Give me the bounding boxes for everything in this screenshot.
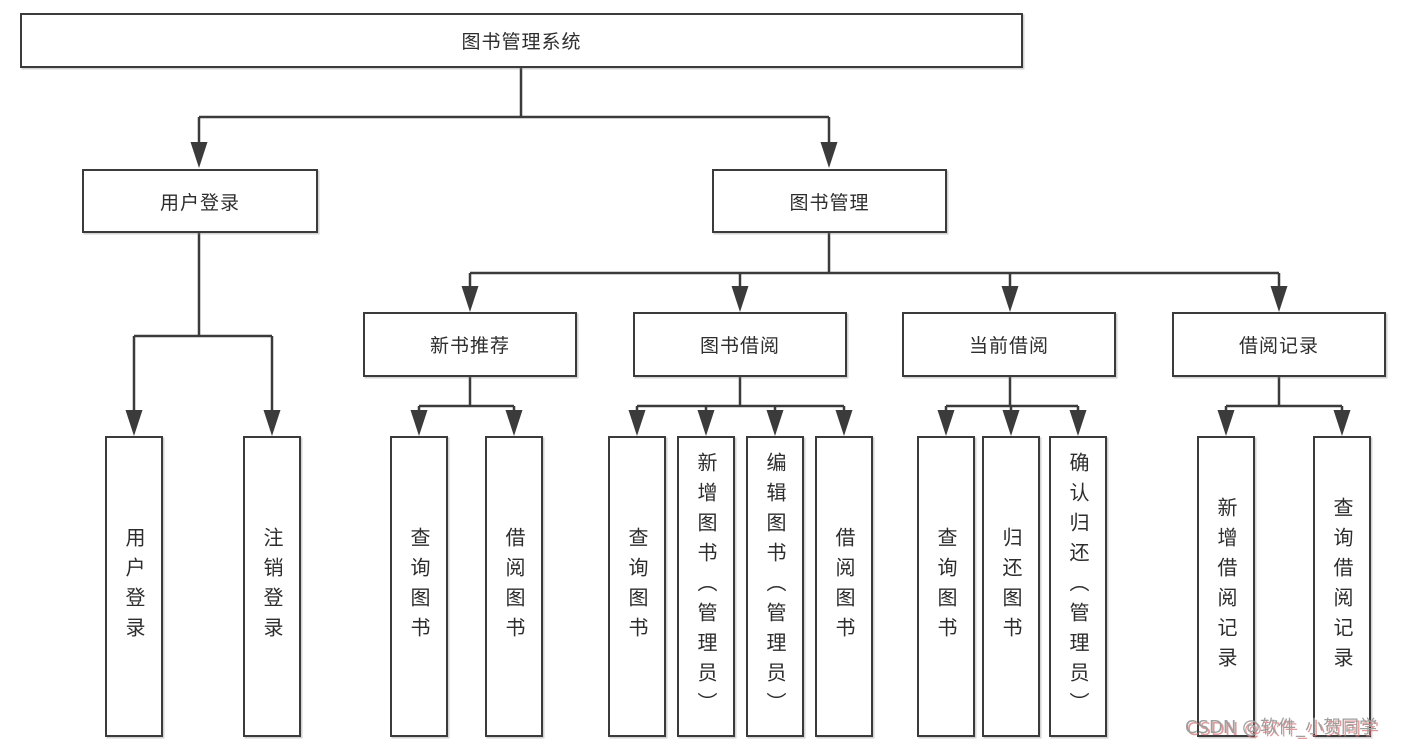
leaf-user-login: 用户登录 [105, 436, 163, 737]
node-label: 图书管理 [789, 191, 870, 214]
node-label: 当前借阅 [968, 335, 1049, 357]
leaf-query-books-current: 查询图书 [917, 436, 975, 737]
node-label: 借阅图书 [832, 526, 856, 647]
node-label: 用户登录 [159, 191, 240, 214]
leaf-query-borrow-record: 查询借阅记录 [1313, 436, 1371, 737]
node-label: 查询借阅记录 [1330, 496, 1354, 677]
connector-root-to-level2 [190, 68, 838, 168]
node-label: 编辑图书（管理员） [763, 451, 787, 722]
connector-new-book-recommend-children [410, 377, 523, 436]
node-label: 注销登录 [260, 526, 284, 647]
node-label: 新增借阅记录 [1214, 496, 1238, 677]
node-label: 借阅记录 [1238, 335, 1319, 357]
node-new-book-recommend: 新书推荐 [363, 312, 577, 377]
leaf-query-books-borrow: 查询图书 [608, 436, 666, 737]
node-label: 用户登录 [122, 526, 146, 647]
node-library-management-system: 图书管理系统 [20, 13, 1023, 68]
node-label: 查询图书 [934, 526, 958, 647]
connector-borrow-records-children [1217, 377, 1351, 436]
leaf-return-book: 归还图书 [982, 436, 1040, 737]
leaf-add-book-admin: 新增图书（管理员） [677, 436, 735, 737]
node-label: 归还图书 [999, 526, 1023, 647]
leaf-query-books-recommend: 查询图书 [390, 436, 448, 737]
leaf-confirm-return-admin: 确认归还（管理员） [1049, 436, 1107, 737]
connector-current-borrow-children [937, 377, 1087, 436]
node-label: 借阅图书 [502, 526, 526, 647]
leaf-add-borrow-record: 新增借阅记录 [1197, 436, 1255, 737]
node-current-borrow: 当前借阅 [902, 312, 1116, 377]
leaf-borrow-books-recommend: 借阅图书 [485, 436, 543, 737]
csdn-watermark: CSDN @软件_小贺同学 [1185, 717, 1378, 738]
node-book-management: 图书管理 [712, 169, 947, 233]
node-label: 新增图书（管理员） [694, 451, 718, 722]
node-borrow-records: 借阅记录 [1172, 312, 1386, 377]
node-label: 新书推荐 [429, 335, 510, 357]
node-user-login: 用户登录 [82, 169, 318, 233]
connector-book-management-children [461, 233, 1288, 312]
connector-user-login-children [125, 233, 281, 436]
leaf-logout: 注销登录 [243, 436, 301, 737]
node-label: 查询图书 [407, 526, 431, 647]
leaf-borrow-books: 借阅图书 [815, 436, 873, 737]
node-label: 确认归还（管理员） [1066, 451, 1090, 722]
node-label: 查询图书 [625, 526, 649, 647]
node-label: 图书借阅 [699, 335, 780, 357]
node-book-borrow: 图书借阅 [633, 312, 847, 377]
node-label: 图书管理系统 [461, 31, 582, 53]
leaf-edit-book-admin: 编辑图书（管理员） [746, 436, 804, 737]
connector-book-borrow-children [628, 377, 853, 436]
